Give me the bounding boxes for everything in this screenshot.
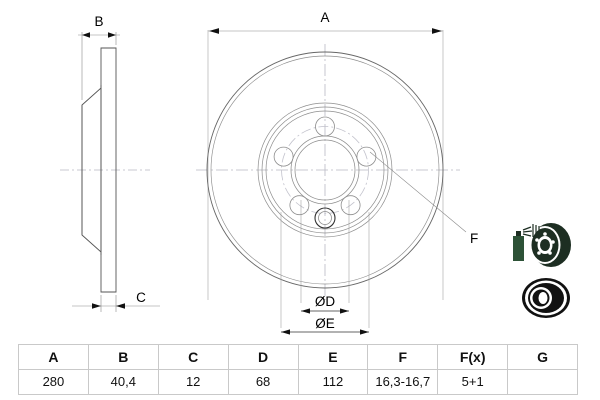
table-header-c: C xyxy=(157,344,229,370)
table-header-e: E xyxy=(297,344,369,370)
table-value-f: 16,3-16,7 xyxy=(367,369,439,395)
dia-e-arrow-left xyxy=(281,329,290,335)
dia-d-arrow-left xyxy=(301,308,310,314)
brake-disc-angle-thumbnail xyxy=(522,278,570,318)
table-value-a: 280 xyxy=(18,369,89,395)
bolt-hole-5 xyxy=(273,146,294,167)
bolt-circle-centerline xyxy=(281,126,369,214)
table-value-e: 112 xyxy=(297,369,369,395)
c-arrow-left xyxy=(92,303,101,309)
table-value-row: 280 40,4 12 68 112 16,3-16,7 5+1 xyxy=(18,369,578,395)
thumb1-spray-can-body xyxy=(513,236,524,261)
b-arrow-right xyxy=(108,32,116,38)
bolt-hole-4 xyxy=(289,195,310,216)
disc-outer-inner-circle xyxy=(210,55,440,285)
hub-ring-third xyxy=(265,110,385,230)
bolt-hole-1 xyxy=(315,116,335,137)
disc-outer-circle xyxy=(206,51,444,289)
dia-d-arrow-right xyxy=(340,308,349,314)
thumb1-bolt-4 xyxy=(537,251,541,255)
table-header-row: A B C D E F F(x) G xyxy=(18,344,578,370)
dia-d-label: ØD xyxy=(315,294,336,309)
thumb1-spray-jet xyxy=(522,226,533,237)
table-header-g: G xyxy=(507,344,578,370)
spray-can-and-disc-thumbnail xyxy=(513,223,571,267)
table-value-g xyxy=(507,369,578,395)
c-arrow-right xyxy=(116,303,125,309)
thumb1-spray-can-nozzle xyxy=(516,231,521,236)
table-value-c: 12 xyxy=(157,369,229,395)
thumb1-bolt-1 xyxy=(543,232,547,236)
dia-e-arrow-right xyxy=(360,329,369,335)
c-dimension-label: C xyxy=(136,290,146,305)
thumb1-spray-mist xyxy=(532,224,540,237)
table-header-b: B xyxy=(87,344,159,370)
table-header-d: D xyxy=(227,344,299,370)
disc-front-view: A xyxy=(196,10,478,335)
table-value-d: 68 xyxy=(227,369,299,395)
dia-e-label: ØE xyxy=(315,316,335,331)
thumb1-disc-bore xyxy=(540,239,550,251)
table-header-a: A xyxy=(18,344,89,370)
locating-hole-inner xyxy=(318,211,332,225)
a-arrow-right xyxy=(432,28,442,34)
bolt-hole-3 xyxy=(340,195,361,216)
a-dimension-label: A xyxy=(320,10,329,25)
f-dimension-label: F xyxy=(470,231,478,246)
thumb1-bolt-5 xyxy=(535,238,539,242)
thumb1-bolt-2 xyxy=(551,240,555,244)
hub-ring-second xyxy=(261,106,389,234)
b-arrow-left xyxy=(82,32,90,38)
thumb1-bolt-3 xyxy=(548,251,552,255)
table-value-b: 40,4 xyxy=(87,369,159,395)
a-arrow-left xyxy=(209,28,219,34)
thumb2-bore xyxy=(538,292,548,304)
centre-bore-inner xyxy=(294,139,356,201)
b-dimension-label: B xyxy=(94,14,103,29)
table-value-fx: 5+1 xyxy=(437,369,509,395)
side-profile-view: B C xyxy=(60,14,160,312)
locating-hole-outer xyxy=(314,207,336,229)
table-header-fx: F(x) xyxy=(437,344,509,370)
table-header-f: F xyxy=(367,344,439,370)
f-leader-line xyxy=(369,151,467,233)
specification-table: A B C D E F F(x) G 280 40,4 12 68 112 16… xyxy=(18,344,578,395)
